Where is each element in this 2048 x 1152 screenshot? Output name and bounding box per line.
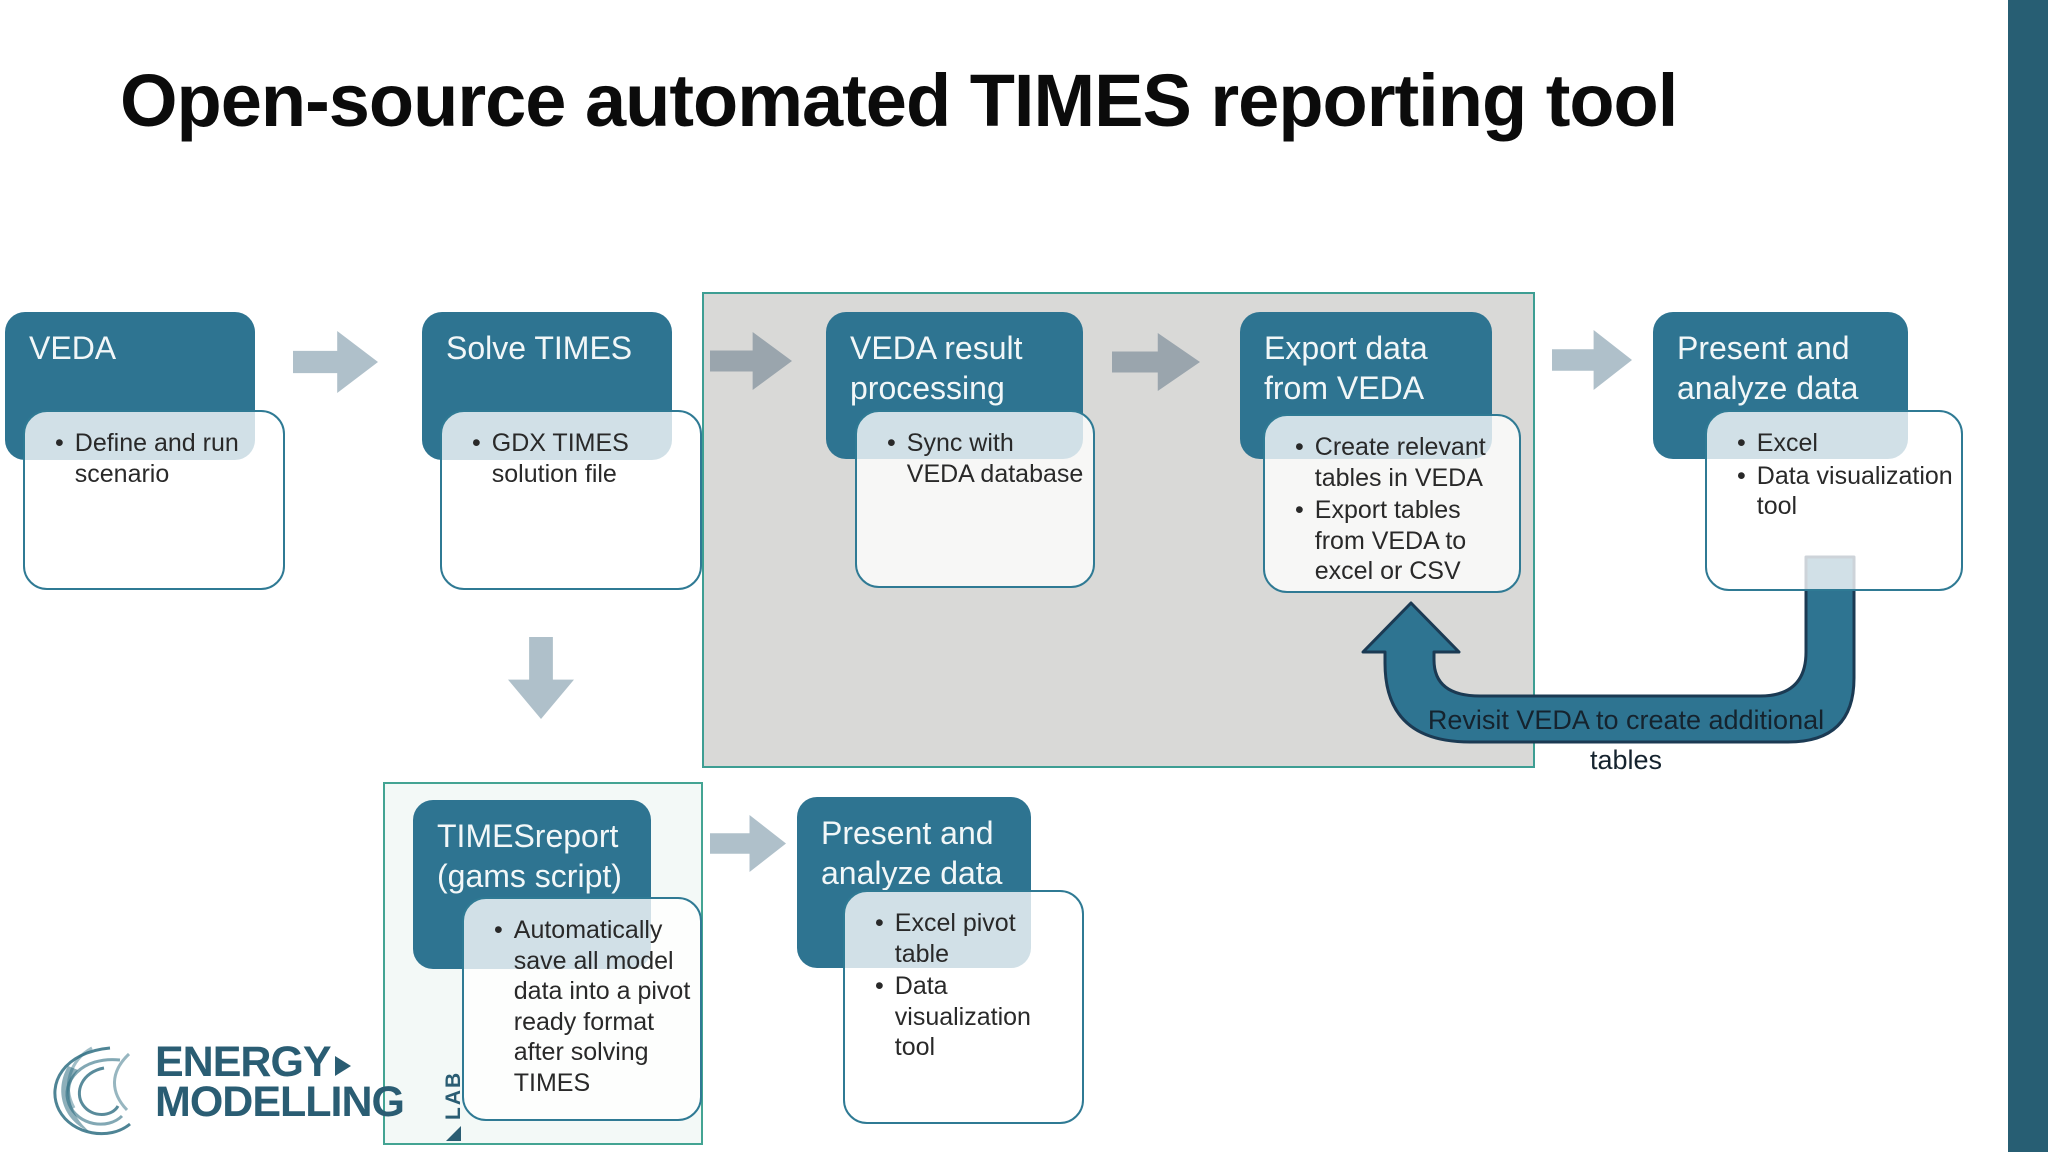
bullet-text: Data visualization tool — [1756, 461, 1953, 521]
step-title: Present and analyze data — [821, 815, 1003, 892]
slide-title: Open-source automated TIMES reporting to… — [120, 59, 1678, 142]
revisit-arrow-label: Revisit VEDA to create additional tables — [1427, 705, 1825, 775]
step-title: Solve TIMES — [446, 330, 633, 366]
flow-arrow-down-icon — [508, 637, 574, 719]
step-veda-result-processing-card: Sync with VEDA database — [855, 410, 1095, 588]
bullet-item: Create relevant tables in VEDA — [1295, 432, 1511, 493]
bullet-text: Create relevant tables in VEDA — [1314, 433, 1486, 492]
bullet-item: Export tables from VEDA to excel or CSV — [1295, 495, 1511, 587]
bullet-text: Excel — [1756, 429, 1818, 457]
bullet-text: Export tables from VEDA to excel or CSV — [1314, 496, 1467, 585]
bullet-item: Sync with VEDA database — [887, 428, 1085, 489]
logo-lab-text: LAB — [442, 1070, 465, 1120]
bullet-text: Excel pivot table — [894, 909, 1016, 968]
logo-swirl-icon — [53, 1046, 131, 1136]
step-title: Export data from VEDA — [1264, 330, 1428, 407]
bullet-item: Data visualization tool — [1737, 461, 1953, 522]
bullet-text: Sync with VEDA database — [906, 429, 1084, 488]
bullet-text: Automatically save all model data into a… — [513, 916, 691, 1097]
step-timesreport-card: Automatically save all model data into a… — [462, 897, 702, 1121]
bullet-item: Automatically save all model data into a… — [494, 915, 692, 1098]
bullet-item: Excel pivot table — [875, 908, 1074, 969]
step-title: VEDA result processing — [850, 330, 1023, 407]
bullet-text: Data visualization tool — [894, 972, 1031, 1061]
logo-wordmark: ENERGY MODELLING — [155, 1041, 405, 1126]
logo-modelling-text: MODELLING — [155, 1078, 405, 1126]
bullet-item: Data visualization tool — [875, 971, 1074, 1063]
step-export-data-card: Create relevant tables in VEDA Export ta… — [1263, 414, 1521, 593]
step-title: TIMESreport (gams script) — [437, 818, 622, 895]
bullet-item: GDX TIMES solution file — [472, 428, 692, 489]
flow-arrow-right-icon — [710, 815, 786, 872]
logo-energy-text: ENERGY — [155, 1041, 404, 1084]
slide-edge-accent-bar — [2008, 0, 2048, 1152]
step-veda-card: Define and run scenario — [23, 410, 285, 590]
bullet-text: Define and run scenario — [74, 429, 239, 488]
flow-arrow-right-icon — [293, 331, 378, 393]
step-present-analyze-bottom-card: Excel pivot table Data visualization too… — [843, 890, 1084, 1124]
logo-arrow-icon — [334, 1056, 351, 1076]
bullet-item: Define and run scenario — [55, 428, 275, 489]
step-title: VEDA — [29, 330, 117, 366]
step-present-analyze-top-card: Excel Data visualization tool — [1705, 410, 1963, 591]
step-solve-times-card: GDX TIMES solution file — [440, 410, 702, 590]
bullet-item: Excel — [1737, 428, 1953, 459]
energy-modelling-lab-logo: ENERGY MODELLING LAB — [40, 1038, 480, 1143]
flow-arrow-right-icon — [1552, 330, 1632, 390]
step-title: Present and analyze data — [1677, 330, 1859, 407]
logo-triangle-icon — [446, 1126, 461, 1141]
bullet-text: GDX TIMES solution file — [491, 429, 629, 488]
